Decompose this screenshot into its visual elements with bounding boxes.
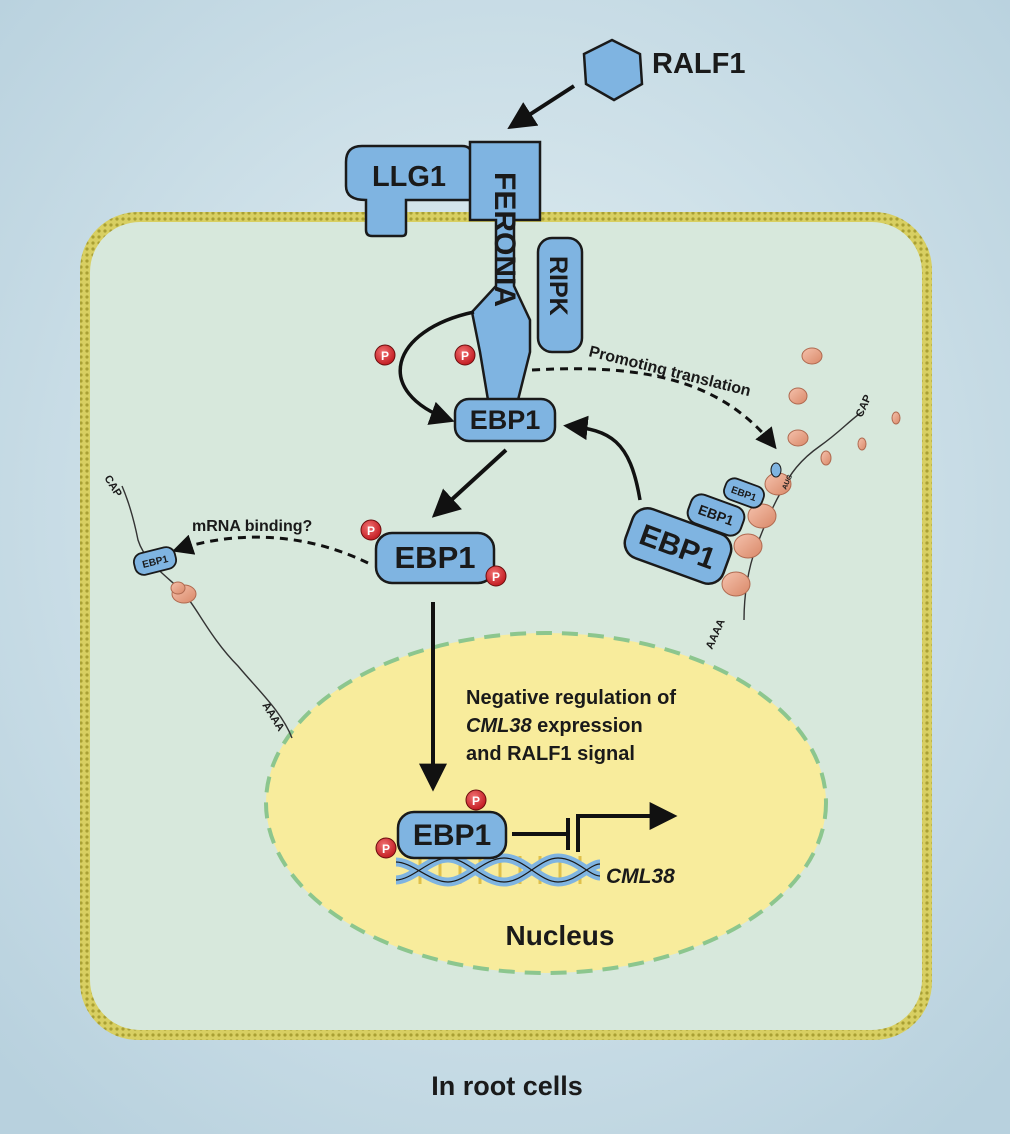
svg-text:P: P (472, 794, 480, 808)
dna-helix (395, 853, 601, 887)
regulation-text-gene: CML38 expression (466, 715, 643, 737)
svg-text:P: P (492, 570, 500, 584)
ebp1-nuclear (396, 810, 508, 860)
regulation-text: Negative regulation of (466, 687, 676, 709)
regulation-text-signal: and RALF1 signal (466, 743, 635, 765)
svg-text:P: P (381, 349, 389, 363)
ripk-label: RIPK (544, 256, 572, 316)
llg1-label: LLG1 (372, 161, 446, 193)
ribosome-stack (721, 347, 901, 597)
ebp1-mrna-left (132, 546, 178, 576)
ebp1-main-label: EBP1 (470, 405, 541, 435)
svg-text:P: P (382, 842, 390, 856)
phosphate-badge: P (454, 344, 476, 366)
mrna-binding-label: mRNA binding? (192, 518, 312, 535)
cml38-gene-label: CML38 (606, 865, 675, 888)
ralf1-label: RALF1 (652, 48, 745, 80)
ebp1-phospho (374, 531, 496, 585)
transcription-start-arrow (576, 802, 678, 852)
ribosome-left (170, 581, 197, 604)
ebp1-ribosome-mid (686, 493, 746, 537)
phosphate-badge: P (374, 344, 396, 366)
arrow-ebp1-activation (431, 448, 508, 518)
arrow-ralf1-binding (507, 84, 576, 130)
ebp1-ribosome-large (623, 507, 733, 585)
ebp1-nuclear-label: EBP1 (413, 819, 491, 852)
nucleus-label: Nucleus (506, 920, 615, 951)
svg-text:P: P (367, 524, 375, 538)
phosphate-badge: P (375, 837, 397, 859)
ripk-protein (536, 236, 584, 354)
arrow-phosphorylation (398, 310, 475, 425)
feronia-label: FERONIA (488, 172, 521, 307)
phosphate-badge: P (465, 789, 487, 811)
svg-text:P: P (461, 349, 469, 363)
ebp1-ribosome-small (723, 477, 765, 509)
ralf1-hexagon-icon (582, 38, 644, 102)
ebp1-phospho-label: EBP1 (395, 540, 476, 575)
nucleus (264, 631, 828, 975)
arrow-promoting-translation (531, 367, 777, 450)
caption: In root cells (431, 1071, 583, 1101)
arrow-ribosome-release (563, 415, 642, 501)
arrow-mrna-binding (172, 534, 369, 565)
phosphate-badge: P (360, 519, 382, 541)
phosphate-badge: P (485, 565, 507, 587)
ebp1-main (453, 397, 557, 443)
